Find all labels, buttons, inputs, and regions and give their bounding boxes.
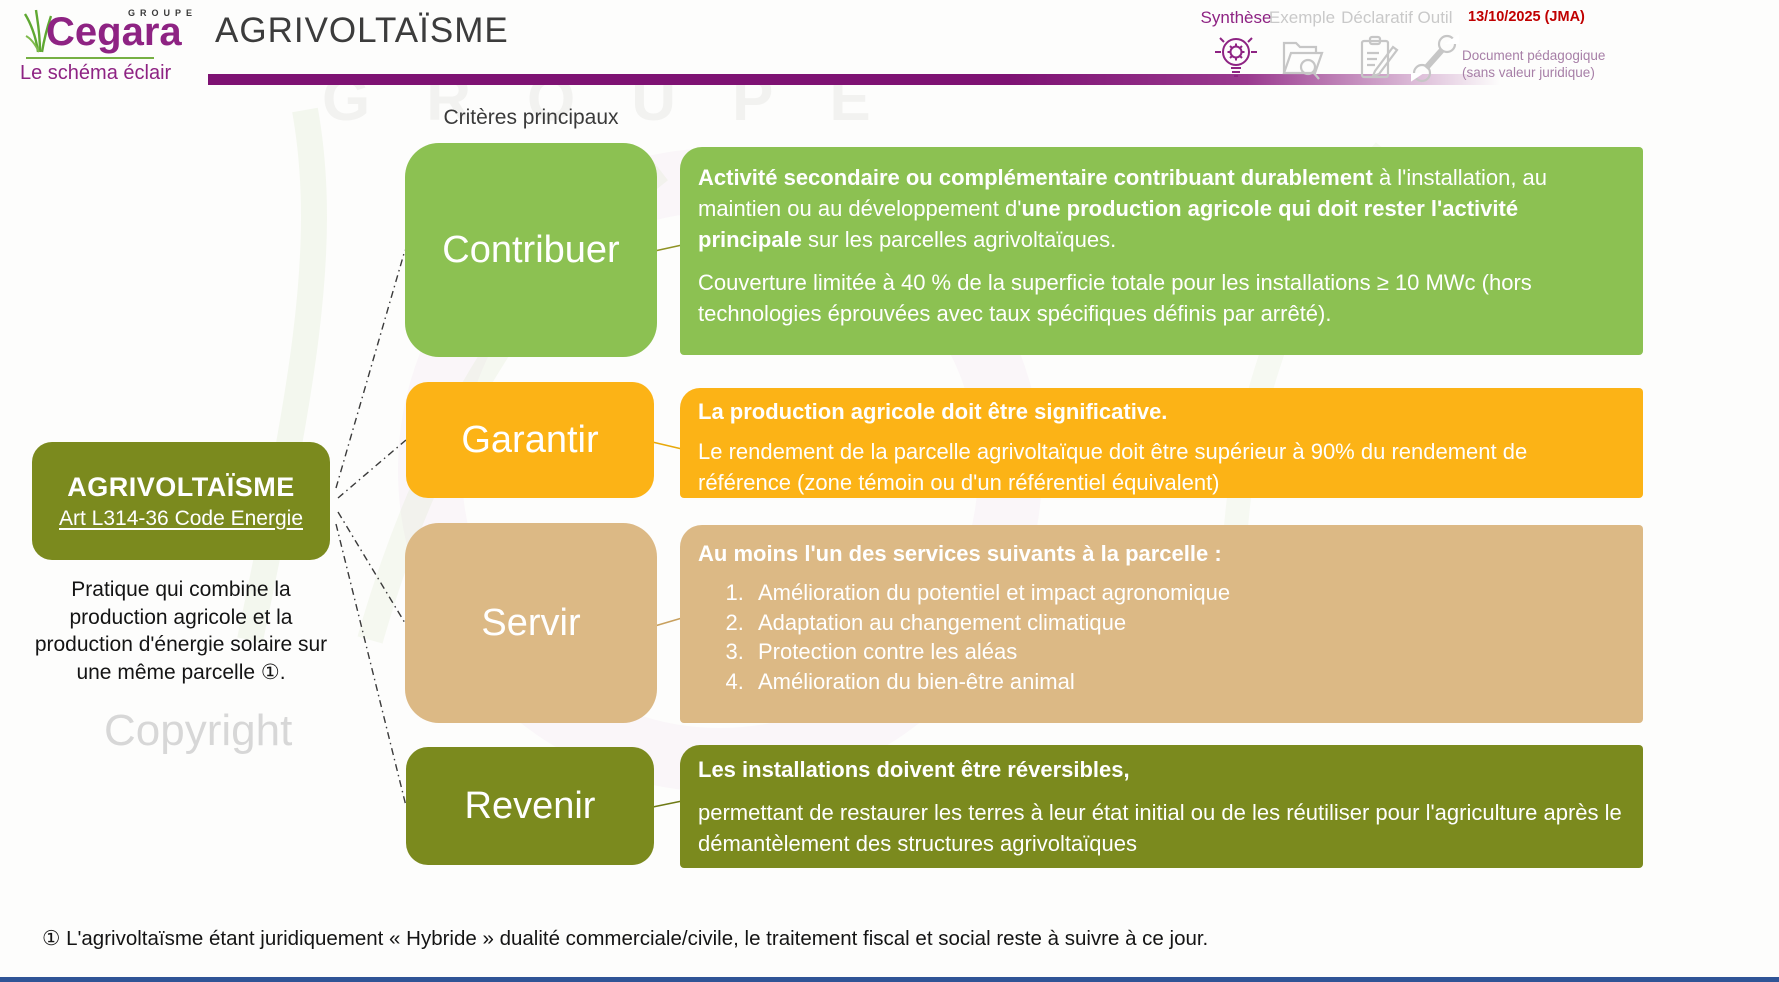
criterion-box-revenir: Revenir — [406, 747, 654, 865]
nav-tab-declaratif-label: Déclaratif — [1341, 8, 1413, 27]
criterion-box-servir: Servir — [405, 523, 657, 723]
service-list-item: Amélioration du bien-être animal — [750, 667, 1625, 697]
contribuer-paragraph-1: Activité secondaire ou complémentaire co… — [698, 165, 1548, 252]
garantir-paragraph-2: Le rendement de la parcelle agrivoltaïqu… — [698, 439, 1528, 495]
grass-icon — [23, 9, 52, 53]
logo-brand[interactable]: Cegara — [46, 10, 182, 54]
nav-tab-synthese[interactable]: Synthèse — [1195, 8, 1277, 88]
criteria-heading: Critères principaux — [443, 106, 619, 129]
logo-underline — [26, 57, 154, 59]
document-note: Document pédagogique (sans valeur juridi… — [1462, 47, 1652, 81]
central-title: AGRIVOLTAÏSME — [67, 471, 295, 502]
revenir-paragraph-1: Les installations doivent être réversibl… — [698, 757, 1130, 782]
nav-tab-declaratif[interactable]: Déclaratif — [1336, 8, 1418, 88]
central-description: Pratique qui combine la production agric… — [34, 578, 328, 684]
criterion-label-servir: Servir — [481, 601, 581, 644]
clipboard-pencil-icon — [1360, 35, 1399, 79]
title-underline-bar — [208, 74, 1540, 85]
central-concept-box: AGRIVOLTAÏSME Art L314-36 Code Energie — [32, 442, 330, 560]
nav-tab-exemple[interactable]: Exemple — [1261, 8, 1343, 88]
description-panel-revenir: Les installations doivent être réversibl… — [680, 745, 1643, 868]
servir-services-list: Amélioration du potentiel et impact agro… — [698, 578, 1625, 696]
central-law-link[interactable]: Art L314-36 Code Energie — [59, 506, 303, 530]
service-list-item: Protection contre les aléas — [750, 637, 1625, 667]
bottom-accent-bar — [0, 977, 1779, 982]
criterion-label-revenir: Revenir — [464, 784, 596, 827]
description-panel-garantir: La production agricole doit être signifi… — [680, 388, 1643, 498]
document-note-line2: (sans valeur juridique) — [1462, 65, 1595, 80]
logo-tagline: Le schéma éclair — [20, 62, 172, 84]
criterion-label-garantir: Garantir — [461, 418, 599, 461]
folder-search-icon — [1282, 41, 1324, 80]
date-stamp: 13/10/2025 (JMA) — [1468, 9, 1585, 25]
description-panel-contribuer: Activité secondaire ou complémentaire co… — [680, 147, 1643, 355]
contribuer-paragraph-2: Couverture limitée à 40 % de la superfic… — [698, 270, 1532, 326]
lightbulb-gear-icon — [1215, 37, 1257, 77]
criterion-label-contribuer: Contribuer — [442, 228, 620, 271]
nav-tab-exemple-label: Exemple — [1268, 8, 1336, 27]
criterion-box-garantir: Garantir — [406, 382, 654, 498]
page-title: AGRIVOLTAÏSME — [215, 11, 509, 50]
nav-tab-outil-label: Outil — [1417, 8, 1453, 27]
service-list-item: Amélioration du potentiel et impact agro… — [750, 578, 1625, 608]
service-list-item: Adaptation au changement climatique — [750, 608, 1625, 638]
revenir-paragraph-2: permettant de restaurer les terres à leu… — [698, 800, 1622, 856]
description-panel-servir: Au moins l'un des services suivants à la… — [680, 525, 1643, 723]
legal-footnote: ① L'agrivoltaïsme étant juridiquement « … — [42, 927, 1209, 950]
servir-paragraph-1: Au moins l'un des services suivants à la… — [698, 541, 1222, 566]
garantir-paragraph-1: La production agricole doit être signifi… — [698, 399, 1168, 424]
document-note-line1: Document pédagogique — [1462, 48, 1606, 63]
wrench-icon — [1409, 34, 1459, 83]
nav-tab-synthese-label: Synthèse — [1200, 8, 1272, 27]
criterion-box-contribuer: Contribuer — [405, 143, 657, 357]
copyright-watermark: Copyright — [104, 706, 293, 755]
logo-groupe-label: GROUPE — [128, 8, 198, 18]
nav-tab-outil[interactable]: Outil — [1404, 8, 1466, 88]
